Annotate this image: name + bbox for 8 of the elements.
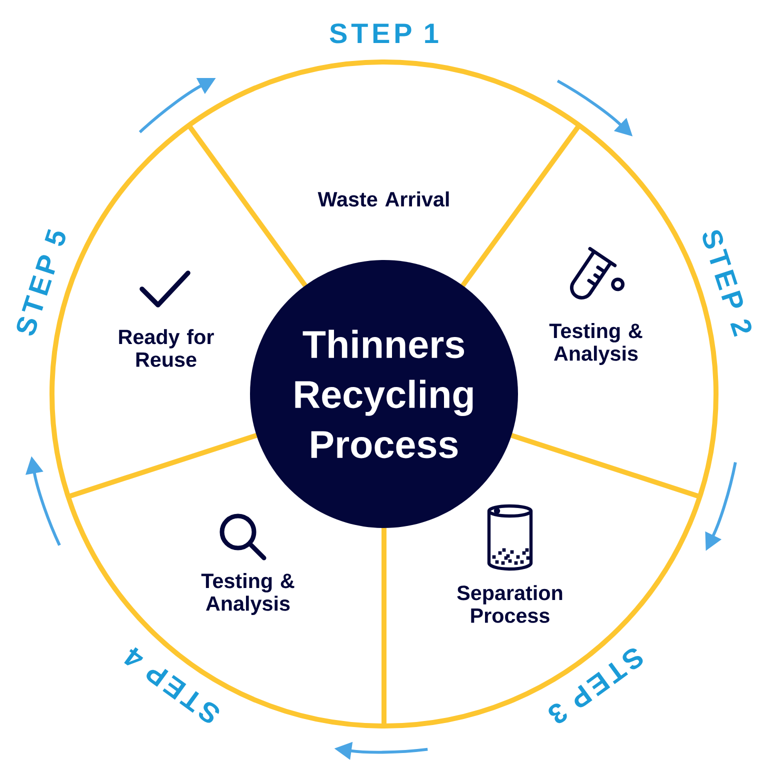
segment-label: Waste Arrival (318, 191, 449, 207)
segment-label: Separation Process (457, 585, 562, 623)
segment-label: Ready for Reuse (119, 329, 214, 367)
step-label: STEP 1 (330, 23, 438, 44)
step-label: STEP 2 (702, 230, 752, 337)
segment-label: Testing & Analysis (549, 323, 642, 365)
segment-label: Testing & Analysis (201, 573, 294, 615)
step-label: STEP 5 (16, 229, 66, 336)
